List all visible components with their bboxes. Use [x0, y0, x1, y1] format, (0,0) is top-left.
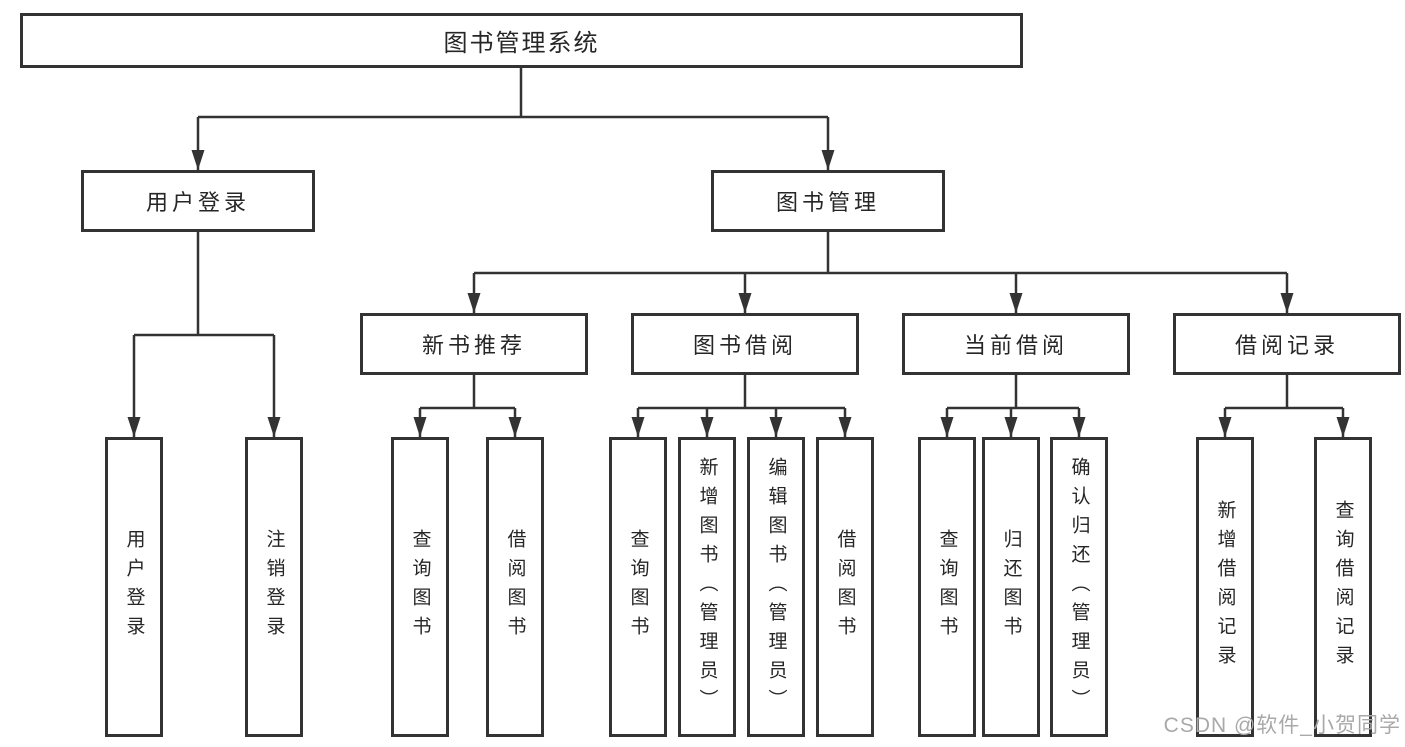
- arrowhead-icon: [1004, 417, 1018, 437]
- arrowhead-icon: [940, 417, 954, 437]
- node-bb-edit-books-admin: 编辑图书（管理员）: [747, 437, 805, 737]
- connector-login-to-leaves: [132, 232, 276, 437]
- node-bb-query-books: 查询图书: [609, 437, 667, 737]
- node-user-login: 用户登录: [105, 437, 163, 737]
- node-cb-return-books: 归还图书: [982, 437, 1040, 737]
- arrowhead-icon: [838, 417, 852, 437]
- connector-root-to-level2: [196, 68, 830, 170]
- arrowhead-icon: [1009, 293, 1023, 313]
- connector-records-to-leaves: [1223, 375, 1345, 437]
- watermark: CSDN @软件_小贺同学: [1163, 714, 1401, 737]
- arrowhead-icon: [267, 417, 281, 437]
- connector-borrow-to-leaves: [636, 375, 847, 437]
- arrowhead-icon: [191, 150, 205, 170]
- node-br-add-record: 新增借阅记录: [1196, 437, 1254, 737]
- arrowhead-icon: [821, 150, 835, 170]
- node-logout: 注销登录: [245, 437, 303, 737]
- node-user-login-branch: 用户登录: [81, 170, 315, 232]
- arrowhead-icon: [1072, 417, 1086, 437]
- connector-management-to-level3: [472, 232, 1289, 313]
- node-cb-confirm-return-admin: 确认归还（管理员）: [1050, 437, 1108, 737]
- arrowhead-icon: [413, 417, 427, 437]
- connector-newbook-to-leaves: [418, 375, 517, 437]
- node-book-borrowing: 图书借阅: [631, 313, 859, 375]
- arrowhead-icon: [1280, 293, 1294, 313]
- arrowhead-icon: [1336, 417, 1350, 437]
- arrowhead-icon: [769, 417, 783, 437]
- arrowheads: [127, 150, 1350, 437]
- arrowhead-icon: [508, 417, 522, 437]
- node-current-borrowing: 当前借阅: [902, 313, 1130, 375]
- arrowhead-icon: [1218, 417, 1232, 437]
- arrowhead-icon: [631, 417, 645, 437]
- node-nbr-borrow-books: 借阅图书: [486, 437, 544, 737]
- arrowhead-icon: [127, 417, 141, 437]
- node-br-query-record: 查询借阅记录: [1314, 437, 1372, 737]
- node-new-book-recommend: 新书推荐: [360, 313, 588, 375]
- node-bb-add-books-admin: 新增图书（管理员）: [678, 437, 736, 737]
- node-library-system: 图书管理系统: [20, 13, 1023, 68]
- node-cb-query-books: 查询图书: [918, 437, 976, 737]
- node-bb-borrow-books: 借阅图书: [816, 437, 874, 737]
- node-book-management-branch: 图书管理: [711, 170, 945, 232]
- arrowhead-icon: [738, 293, 752, 313]
- node-nbr-query-books: 查询图书: [391, 437, 449, 737]
- arrowhead-icon: [467, 293, 481, 313]
- arrowhead-icon: [700, 417, 714, 437]
- node-borrowing-records: 借阅记录: [1173, 313, 1401, 375]
